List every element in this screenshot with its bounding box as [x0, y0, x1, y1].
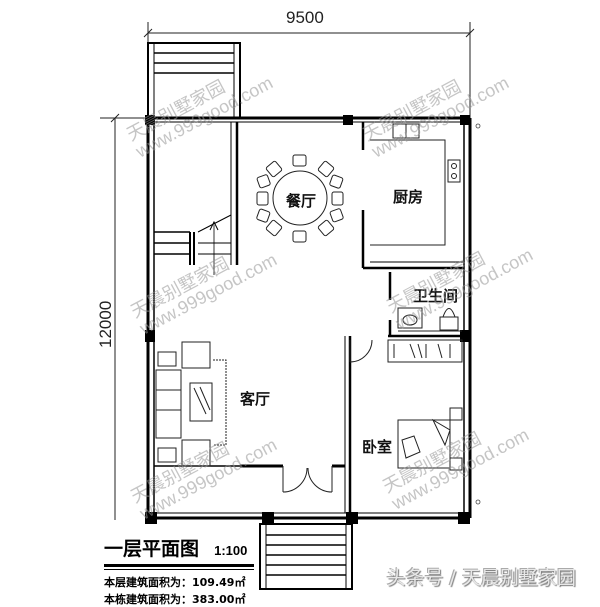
width-dimension-line — [143, 22, 475, 120]
site-markers — [475, 123, 481, 505]
dining-table — [256, 154, 344, 243]
entry-door — [282, 466, 333, 493]
room-label-dining: 餐厅 — [286, 192, 317, 210]
interior-walls — [154, 122, 464, 513]
dining-chairs — [256, 154, 344, 243]
title-underline — [104, 564, 254, 567]
top-stair — [147, 42, 241, 119]
wardrobe — [387, 339, 463, 363]
room-label-kitchen: 厨房 — [393, 188, 424, 206]
depth-dimension-line — [100, 113, 150, 520]
depth-dimension-label: 12000 — [96, 300, 115, 348]
title-underline-thin — [104, 569, 254, 570]
room-label-bedroom: 卧室 — [362, 438, 393, 456]
bottom-stair — [259, 523, 353, 590]
bed — [397, 407, 463, 471]
floor-area-value: 109.49㎡ — [192, 576, 246, 589]
source-watermark: 头条号 / 天晨别墅家园 — [386, 567, 576, 589]
bedroom-door — [349, 339, 373, 363]
sofa-set — [155, 341, 227, 467]
floor-area-row: 本层建筑面积为：109.49㎡ — [104, 574, 254, 590]
width-dimension-label: 9500 — [286, 8, 324, 27]
drawing-scale: 1:100 — [214, 543, 248, 558]
kitchen-counter — [370, 123, 461, 246]
room-label-living: 客厅 — [240, 390, 271, 408]
total-area-row: 本栋建筑面积为：383.00㎡ — [104, 591, 254, 607]
floor-area-label: 本层建筑面积为： — [104, 576, 192, 589]
exterior-walls — [146, 116, 472, 520]
structural-columns — [145, 115, 470, 524]
bathroom-fixtures — [397, 307, 462, 332]
title-block: 一层平面图 1:100 本层建筑面积为：109.49㎡ 本栋建筑面积为：383.… — [104, 534, 254, 607]
drawing-title: 一层平面图 — [104, 538, 200, 560]
interior-stair — [154, 214, 232, 275]
room-label-bathroom: 卫生间 — [413, 287, 459, 305]
